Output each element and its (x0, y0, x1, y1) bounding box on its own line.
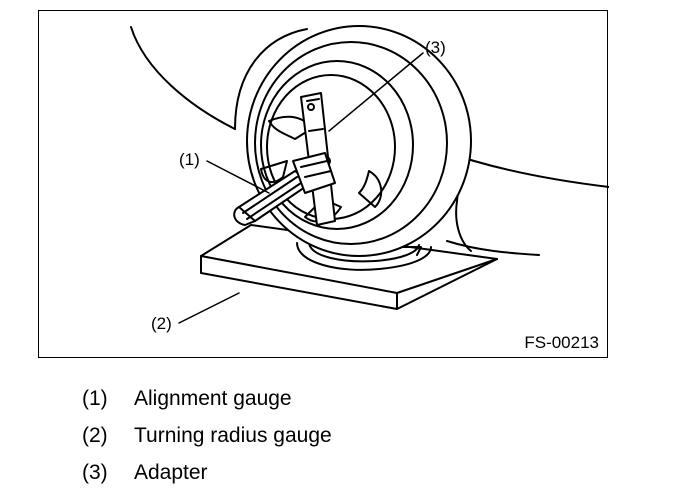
legend-text: Alignment gauge (134, 387, 292, 410)
legend-number: (3) (82, 461, 108, 484)
wheel (246, 25, 472, 257)
legend-text: Adapter (134, 461, 208, 484)
leader-lines (178, 52, 424, 324)
turning-radius-gauge (200, 224, 498, 310)
legend-text: Turning radius gauge (134, 424, 332, 447)
legend-number: (1) (82, 387, 108, 410)
legend-number: (2) (82, 424, 108, 447)
callout-3-label: (3) (425, 38, 446, 57)
illustration-frame: (1) (2) (3) FS-00213 (38, 10, 609, 358)
alignment-gauge (233, 152, 336, 226)
wheel-alignment-illustration (130, 25, 609, 324)
figure-code: FS-00213 (524, 333, 599, 352)
callout-1-label: (1) (179, 150, 200, 169)
callout-2-label: (2) (151, 314, 172, 333)
